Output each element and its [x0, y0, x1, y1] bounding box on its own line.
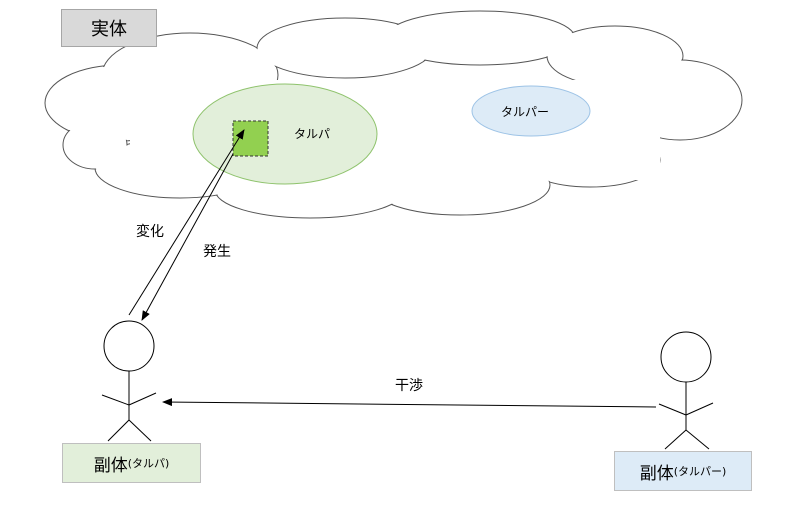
title-text: 実体	[91, 19, 127, 40]
tulpa-small-square	[232, 120, 269, 157]
right-actor-label: 副体(タルパー)	[614, 451, 752, 491]
left-actor-sub: (タルパ)	[127, 457, 170, 470]
right-actor-sub: (タルパー)	[673, 465, 727, 478]
tulpa-label: タルパ	[294, 127, 330, 141]
tulper-ellipse	[471, 85, 591, 137]
tulpa-ellipse	[192, 83, 378, 185]
change-label: 変化	[136, 224, 164, 240]
interference-arrow	[162, 398, 657, 408]
occurrence-arrow	[141, 153, 234, 321]
interference-label: 干渉	[395, 378, 423, 394]
left-stick-figure	[101, 320, 157, 442]
change-arrow	[128, 129, 245, 316]
tulper-label: タルパー	[501, 105, 549, 119]
right-actor-main: 副体	[639, 463, 674, 484]
left-actor-label: 副体(タルパ)	[62, 443, 201, 483]
title-box: 実体	[61, 9, 157, 47]
left-actor-main: 副体	[93, 455, 128, 476]
right-stick-figure	[658, 331, 714, 450]
occurrence-label: 発生	[203, 244, 231, 260]
